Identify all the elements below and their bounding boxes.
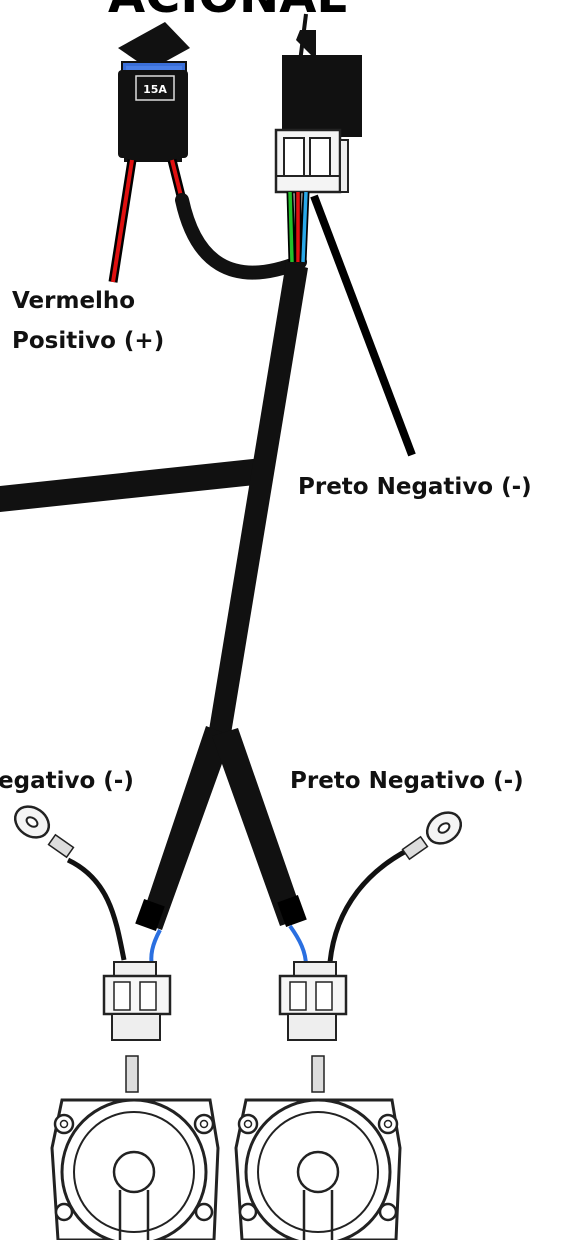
label-red-wire-line1: Vermelho [12,288,135,314]
label-left-ground: egativo (-) [0,768,134,794]
label-red-wire-line2: Positivo (+) [12,328,164,354]
relay [274,13,362,194]
left-fog-lamp [50,1098,220,1240]
label-relay-ground: Preto Negativo (-) [298,474,532,500]
relay-ground-wire [310,194,416,457]
left-ring-terminal [13,805,127,961]
right-fog-lamp [234,1098,402,1240]
label-right-ground: Preto Negativo (-) [290,768,524,794]
left-connector [102,961,172,1093]
main-harness [0,262,308,931]
right-connector [278,961,348,1093]
header-title-fragment: ACIONAL [108,0,347,24]
right-blue-wire [288,924,308,967]
fuse-rating-label: 15A [143,83,167,96]
positive-wire [108,159,137,283]
relay-wires [286,191,310,263]
fuse-holder: 15A [118,22,190,162]
right-ring-terminal [327,811,463,963]
